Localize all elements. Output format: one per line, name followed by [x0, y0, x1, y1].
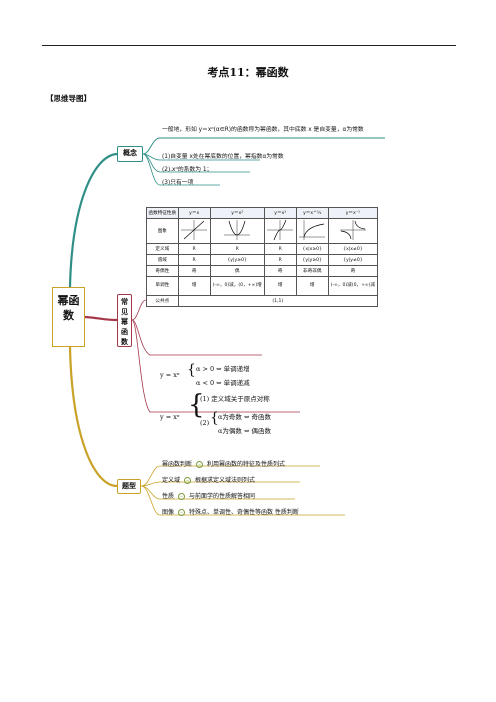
question-type-1: 幂函数判断−利用幂函数的特征及性质列式 — [162, 459, 285, 468]
branch-concept: 概念 — [117, 146, 143, 162]
monotonic-lhs: y = xᵅ — [160, 371, 180, 379]
table-header: y＝x² — [209, 207, 265, 219]
question-type-name: 性质 — [162, 493, 175, 500]
minus-circle-icon: − — [178, 509, 186, 516]
graph-linear — [177, 218, 211, 244]
question-type-name: 定义域 — [162, 477, 181, 484]
question-type-desc: 根据求定义域法则列式 — [195, 477, 256, 484]
question-type-desc: 与前面学的性质解答相同 — [189, 493, 256, 500]
minus-circle-icon: − — [196, 461, 204, 468]
table-cell: (-∞，0)减(0，+∞)减 — [327, 276, 379, 296]
parity-item-2b: α为偶数 ⇔ 偶函数 — [218, 427, 271, 435]
table-cell: (-∞，0)减，(0，+∞)增 — [209, 276, 265, 296]
graph-square — [209, 218, 265, 244]
table-cell: 增 — [177, 276, 211, 296]
table-cell: 增 — [263, 276, 297, 296]
table-cell: 非奇非偶 — [295, 265, 329, 277]
question-type-desc: 利用幂函数的特征及性质列式 — [207, 461, 286, 468]
table-cell: 增 — [295, 276, 329, 296]
table-header: y＝x⁻¹ — [327, 207, 379, 219]
header-rule — [42, 45, 456, 46]
section-label: 【思维导图】 — [46, 94, 91, 103]
table-cell: R — [263, 243, 297, 255]
table-row-label: 图象 — [146, 218, 179, 244]
table-cell: 偶 — [209, 265, 265, 277]
monotonic-brace: { — [187, 362, 196, 378]
parity-brace: { — [188, 390, 205, 420]
graph-sqrt — [295, 218, 329, 244]
table-header: 函数特征性质 — [146, 207, 179, 219]
question-type-name: 幂函数判断 — [162, 461, 193, 468]
table-row-label: 单调性 — [146, 276, 179, 296]
table-cell: {y|y≠0} — [327, 254, 379, 266]
parity-inner-brace: { — [210, 410, 219, 426]
table-cell: (1,1) — [177, 295, 379, 307]
table-header: y＝x^½ — [295, 207, 329, 219]
concept-note-3: (3)只有一项 — [162, 180, 194, 186]
monotonic-case-2: α < 0 ⇔ 单调递减 — [196, 379, 250, 387]
table-cell: R — [177, 254, 211, 266]
question-type-2: 定义域−根据求定义域法则列式 — [162, 475, 255, 484]
branch-common-functions: 常见幂函数 — [117, 294, 132, 347]
question-type-3: 性质−与前面学的性质解答相同 — [162, 491, 255, 500]
table-cell: {y|y≥0} — [295, 254, 329, 266]
table-cell: R — [263, 254, 297, 266]
parity-item-1: (1) 定义域关于原点对称 — [200, 395, 270, 403]
table-cell: R — [209, 243, 265, 255]
graph-reciprocal — [327, 218, 379, 244]
question-type-name: 图像 — [162, 509, 175, 516]
question-type-4: 图像−特殊点、单调性、奇偶性等函数 性质判断 — [162, 507, 299, 516]
table-cell: 奇 — [327, 265, 379, 277]
table-cell: {x|x≥0} — [295, 243, 329, 255]
minus-circle-icon: − — [178, 493, 186, 500]
parity-item-2a: α为奇数 ⇔ 奇函数 — [218, 413, 271, 421]
concept-note-1: (1)自变量 x处在幂底数的位置，幂指数α为常数 — [162, 154, 284, 160]
concept-note-2: (2).xᵅ的系数为 1； — [162, 167, 213, 173]
table-header: y＝x — [177, 207, 211, 219]
power-function-table: 函数特征性质 y＝x y＝x² y＝x³ y＝x^½ y＝x⁻¹ 图象 定义域 … — [146, 207, 379, 307]
table-cell: {x|x≠0} — [327, 243, 379, 255]
table-row-label: 奇偶性 — [146, 265, 179, 277]
table-row-label: 定义域 — [146, 243, 179, 255]
minus-circle-icon: − — [184, 477, 192, 484]
table-row-label: 公共点 — [146, 295, 179, 307]
root-node: 幂函数 — [52, 287, 85, 347]
parity-item-2-label: (2) — [200, 419, 210, 427]
table-cell: R — [177, 243, 211, 255]
parity-lhs: y = xᵅ — [160, 413, 180, 421]
question-type-desc: 特殊点、单调性、奇偶性等函数 性质判断 — [189, 509, 299, 516]
table-row-label: 值域 — [146, 254, 179, 266]
table-cell: 奇 — [177, 265, 211, 277]
monotonic-case-1: α > 0 ⇔ 单调递增 — [196, 365, 250, 373]
page-title: 考点11：幂函数 — [207, 66, 289, 79]
table-header: y＝x³ — [263, 207, 297, 219]
table-cell: 奇 — [263, 265, 297, 277]
table-cell: {y|y≥0} — [209, 254, 265, 266]
graph-cube — [263, 218, 297, 244]
branch-question-types: 题型 — [117, 479, 141, 494]
concept-definition: 一般地，形如 y＝xᵅ(α∈R)的函数称为幂函数，其中底数 x 是自变量，α为常… — [162, 127, 364, 133]
